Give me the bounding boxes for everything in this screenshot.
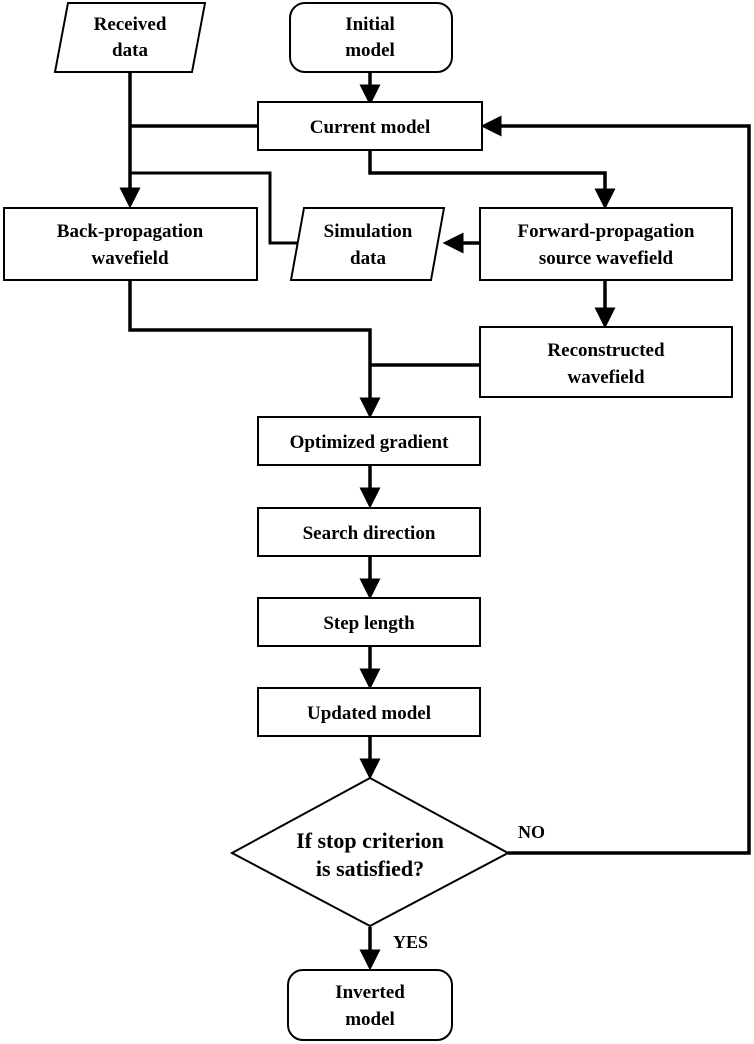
- connector-backprop-to-gradient: [128, 280, 381, 419]
- connector-current-to-forward: [368, 150, 616, 210]
- received-data-line1: Received: [94, 14, 167, 35]
- forward-propagation-line2: source wavefield: [539, 248, 674, 269]
- node-current-model: Current model: [257, 101, 483, 151]
- forward-propagation-line1: Forward-propagation: [518, 221, 695, 242]
- current-model-label: Current model: [310, 117, 431, 138]
- received-data-line2: data: [112, 40, 148, 61]
- back-propagation-line1: Back-propagation: [57, 221, 204, 242]
- node-step-length: Step length: [257, 597, 481, 647]
- simulation-data-line1: Simulation: [324, 221, 413, 242]
- connector-no-loop: [480, 115, 751, 855]
- simulation-data-line2: data: [350, 248, 386, 269]
- initial-model-line1: Initial: [345, 14, 395, 35]
- node-forward-propagation: Forward-propagation source wavefield: [479, 207, 733, 281]
- node-stop-criterion: If stop criterion is satisfied?: [229, 776, 511, 928]
- node-updated-model: Updated model: [257, 687, 481, 737]
- node-inverted-model: Inverted model: [287, 969, 453, 1041]
- inverted-model-line2: model: [345, 1009, 395, 1030]
- optimized-gradient-label: Optimized gradient: [290, 432, 450, 453]
- back-propagation-line2: wavefield: [91, 248, 168, 269]
- node-received-data: Received data: [53, 2, 207, 73]
- node-back-propagation: Back-propagation wavefield: [3, 207, 258, 281]
- updated-model-label: Updated model: [307, 703, 431, 724]
- reconstructed-line2: wavefield: [567, 367, 644, 388]
- step-length-label: Step length: [323, 613, 415, 634]
- stop-criterion-line2: is satisfied?: [316, 856, 424, 881]
- node-search-direction: Search direction: [257, 507, 481, 557]
- edge-label-no: NO: [518, 822, 545, 842]
- stop-criterion-line1: If stop criterion: [296, 828, 444, 853]
- node-reconstructed-wavefield: Reconstructed wavefield: [479, 326, 733, 398]
- search-direction-label: Search direction: [303, 523, 436, 544]
- initial-model-line2: model: [345, 40, 395, 61]
- node-simulation-data: Simulation data: [289, 207, 446, 281]
- inverted-model-line1: Inverted: [335, 982, 405, 1003]
- node-optimized-gradient: Optimized gradient: [257, 416, 481, 466]
- connector-simulation-to-left: [130, 171, 302, 245]
- edge-label-yes: YES: [393, 932, 428, 952]
- node-initial-model: Initial model: [289, 2, 453, 73]
- reconstructed-line1: Reconstructed: [547, 340, 665, 361]
